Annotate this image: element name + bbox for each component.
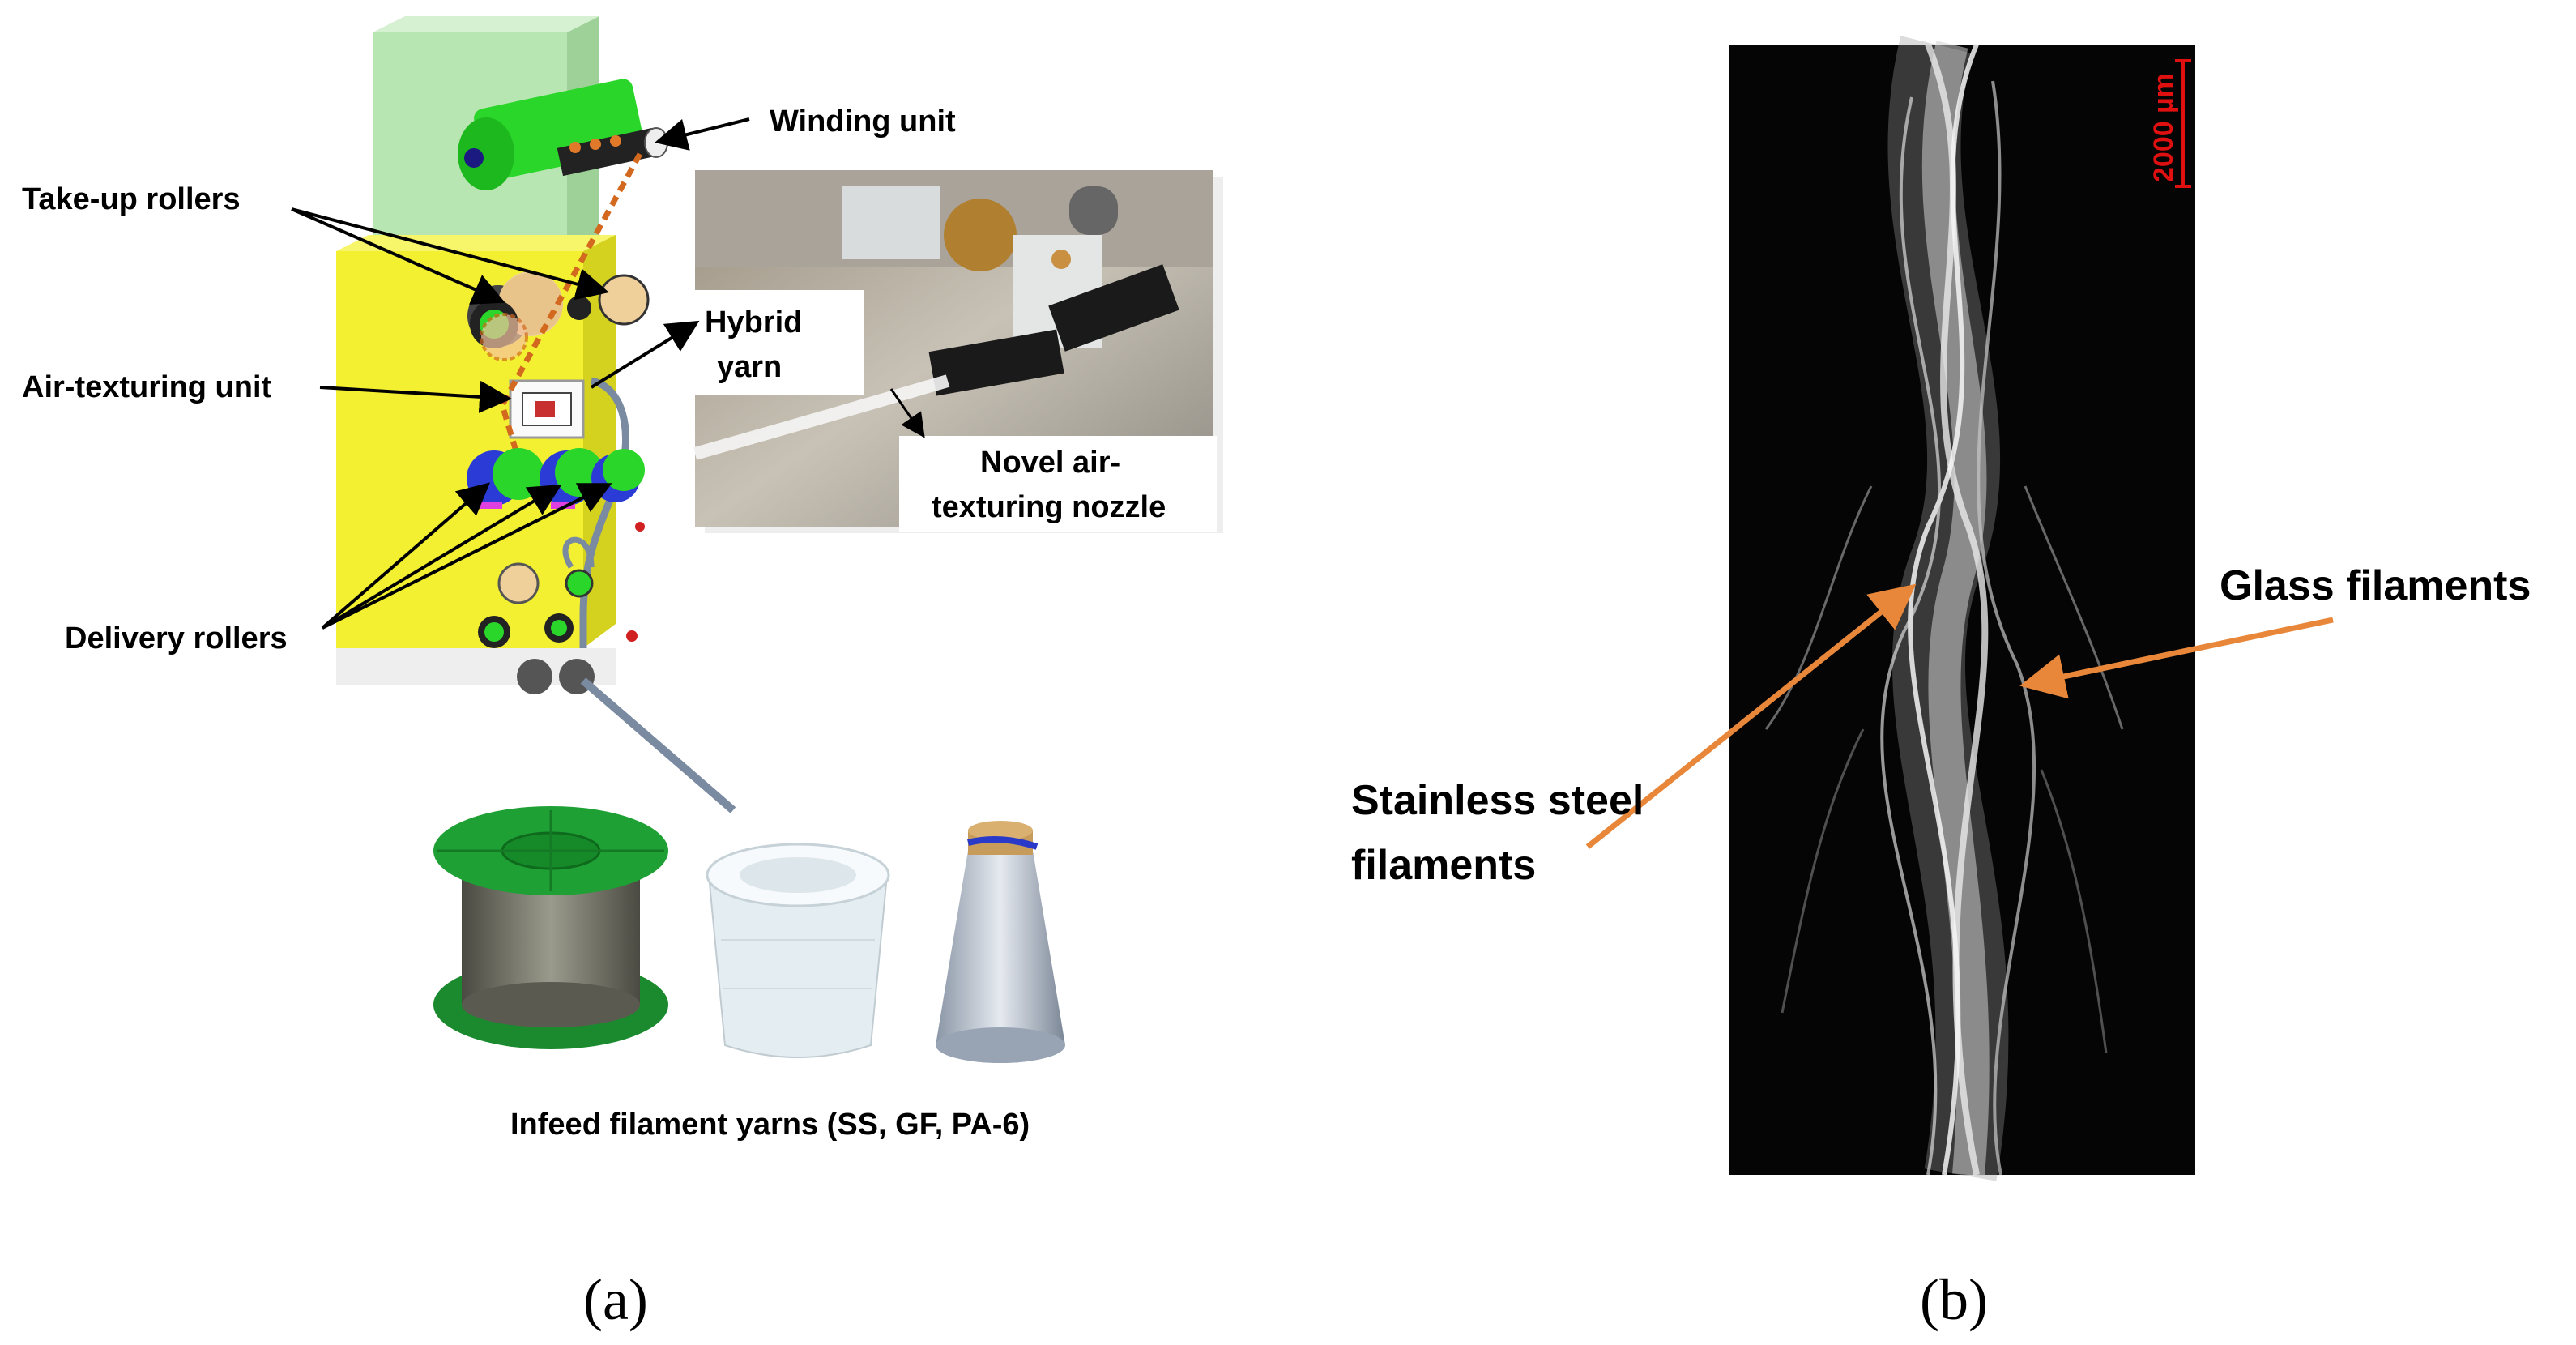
label-stainless-1: Stainless steel: [1351, 777, 1644, 824]
stainless-steel-spool: [433, 806, 668, 1049]
label-delivery-rollers: Delivery rollers: [65, 621, 288, 655]
panel-b: 2000 µm Glass filaments Stainless steel …: [1351, 36, 2531, 1332]
panel-a: Winding unit Take-up rollers Air-texturi…: [22, 16, 1223, 1332]
caption-a: (a): [583, 1267, 648, 1332]
hybrid-yarn-box: [687, 290, 864, 395]
polyamide-cone: [936, 821, 1065, 1063]
guide-tube-2: [562, 536, 595, 569]
label-stainless-2: filaments: [1351, 842, 1536, 889]
yarn-strands: [1764, 36, 2124, 1181]
air-texturing-box: [509, 379, 585, 439]
arrow-glass: [2019, 617, 2334, 699]
arrow-stainless: [1585, 583, 1917, 849]
label-winding-unit: Winding unit: [770, 105, 956, 139]
nozzle-label-box: [899, 436, 1217, 532]
lower-rollers: [478, 522, 645, 694]
caption-b: (b): [1920, 1267, 1988, 1332]
winding-roller: [458, 79, 668, 190]
label-hybrid-yarn-2: yarn: [717, 350, 782, 384]
feed-tube: [580, 677, 736, 813]
callout-arrows-a: [291, 117, 750, 630]
label-infeed-yarns: Infeed filament yarns (SS, GF, PA-6): [510, 1108, 1030, 1142]
delivery-rollers: [467, 448, 645, 509]
label-hybrid-yarn-1: Hybrid: [705, 305, 802, 339]
label-take-up-rollers: Take-up rollers: [22, 182, 241, 216]
label-nozzle-1: Novel air-: [980, 446, 1120, 480]
label-nozzle-2: texturing nozzle: [932, 490, 1166, 524]
glass-fibre-bobbin: [706, 843, 890, 1058]
nozzle-pointer: [889, 388, 925, 438]
yarn-guide: [480, 313, 528, 361]
label-glass-filaments: Glass filaments: [2220, 562, 2531, 609]
label-air-texturing-unit: Air-texturing unit: [22, 370, 272, 404]
scale-bar-label: 2000 µm: [2148, 73, 2179, 182]
